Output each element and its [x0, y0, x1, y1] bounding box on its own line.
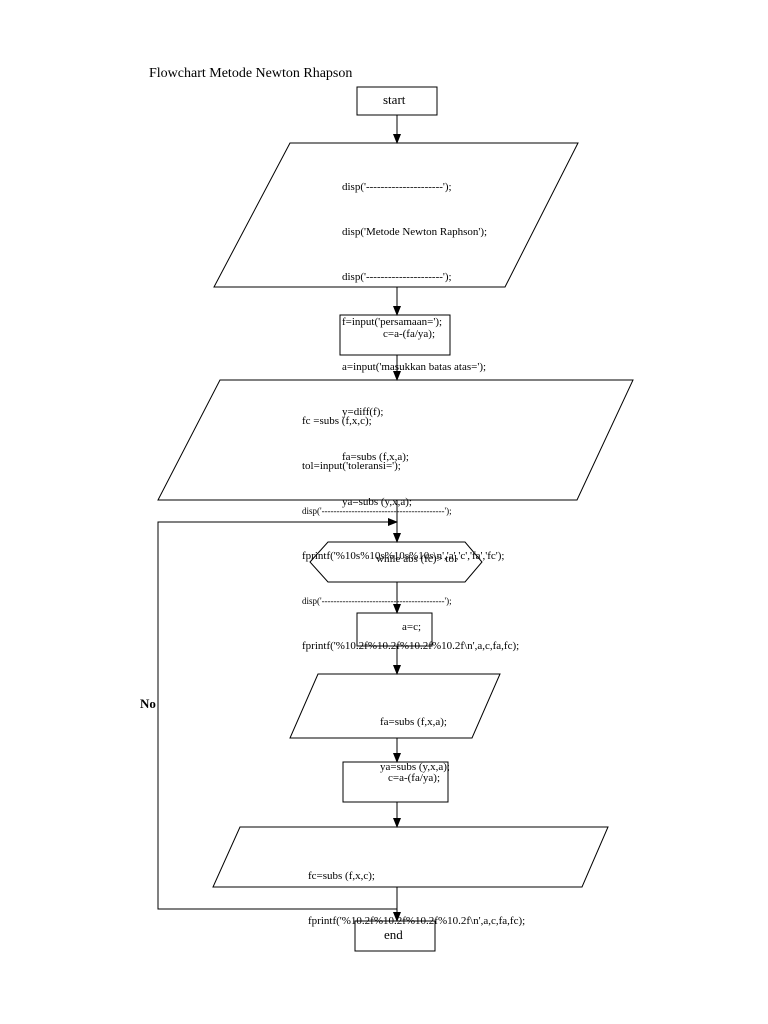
process1-shape: [339, 314, 451, 356]
input1-line: y=diff(f);: [342, 406, 384, 418]
end-node-shape: [354, 920, 436, 952]
input4-text: fc=subs (f,x,c); fprintf('%10.2f%10.2f%1…: [308, 839, 525, 944]
input2-line: fprintf('%10s%10s%10s%10s\n','a','c','fa…: [302, 550, 505, 562]
input2-line: tol=input('toleransi=');: [302, 460, 401, 472]
end-node-label: end: [384, 927, 403, 942]
input1-line: disp('---------------------');: [342, 181, 452, 193]
input2-line: fprintf('%10.2f%10.2f%10.2f%10.2f\n',a,c…: [302, 640, 520, 652]
input3-line: fa=subs (f,x,a);: [380, 716, 447, 728]
start-node-label: start: [383, 92, 406, 107]
input1-line: fa=subs (f,x,a);: [342, 451, 409, 463]
input1-line: ya=subs (y,x,a);: [342, 496, 412, 508]
chart-title: Flowchart Metode Newton Rhapson: [149, 66, 353, 81]
loop-back-line: [157, 518, 398, 910]
input2-text: fc =subs (f,x,c); tol=input('toleransi='…: [302, 384, 519, 669]
process2-shape: [356, 612, 433, 647]
loop-shape: [309, 541, 483, 583]
input4-shape: [212, 826, 609, 888]
input3-shape: [289, 673, 501, 739]
input1-line: disp('Metode Newton Raphson');: [342, 226, 488, 238]
process2-label: a=c;: [402, 621, 422, 633]
input2-line: disp('----------------------------------…: [302, 596, 452, 606]
loop-label: while abs (fc)> tol: [376, 553, 458, 565]
input4-line: fprintf('%10.2f%10.2f%10.2f%10.2f\n',a,c…: [308, 915, 526, 927]
process3-label: c=a-(fa/ya);: [388, 772, 440, 784]
input1-line: disp('---------------------');: [342, 271, 452, 283]
input4-line: fc=subs (f,x,c);: [308, 870, 375, 882]
loop-back-label: No: [140, 696, 156, 711]
input1-line: a=input('masukkan batas atas=');: [342, 361, 487, 373]
input3-line: ya=subs (y,x,a);: [380, 761, 450, 773]
process3-shape: [342, 761, 449, 803]
process1-label: c=a-(fa/ya);: [383, 328, 435, 340]
input2-line: disp('----------------------------------…: [302, 506, 452, 516]
input3-text: fa=subs (f,x,a); ya=subs (y,x,a);: [380, 685, 450, 790]
input2-shape: [157, 379, 634, 501]
input1-shape: [213, 142, 579, 288]
input2-line: fc =subs (f,x,c);: [302, 415, 372, 427]
input1-line: f=input('persamaan=');: [342, 316, 443, 328]
input1-text: disp('---------------------'); disp('Met…: [342, 150, 487, 525]
